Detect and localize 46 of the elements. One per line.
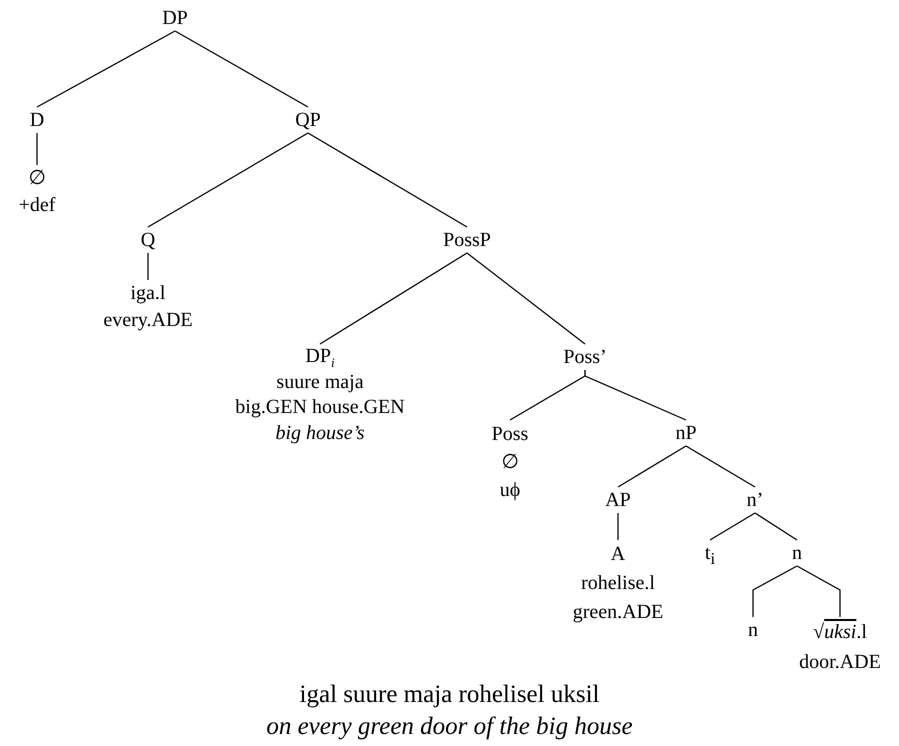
branch-line <box>752 565 798 617</box>
gloss-text: big.GEN house.GEN <box>235 395 405 420</box>
gloss-text: big house’s <box>274 420 366 446</box>
branch-line <box>617 513 619 540</box>
node-label: Poss’ <box>563 344 607 370</box>
branch-line <box>147 253 149 280</box>
node-label: A <box>610 542 626 567</box>
branch-line <box>174 30 308 108</box>
gloss-text: +def <box>18 193 56 218</box>
gloss-text: ∅ <box>500 450 520 475</box>
branch-line <box>466 252 586 344</box>
gloss-text: rohelise.l <box>580 571 656 596</box>
branch-line <box>308 132 468 228</box>
node-label: Q <box>140 227 156 253</box>
gloss-text: every.ADE <box>103 308 193 333</box>
branch-line <box>754 512 798 540</box>
node-label: PossP <box>443 227 491 253</box>
node-label: ∅ <box>28 166 46 191</box>
node-label: nP <box>675 420 697 446</box>
branch-line <box>618 445 686 488</box>
gloss-text: suure maja <box>275 370 365 394</box>
node-label: DP$_{i}$ <box>304 344 336 370</box>
branch-line <box>584 370 686 421</box>
node-label: D <box>30 107 44 133</box>
node-label: n <box>748 617 758 643</box>
sentence-text: igal suure maja rohelisel uksil <box>300 680 600 710</box>
branch-line <box>710 512 756 541</box>
translation-text: on every green door of the big house <box>266 712 633 742</box>
gloss-text: green.ADE <box>572 600 664 625</box>
node-label: QP <box>295 107 321 133</box>
node-label: Poss <box>492 422 528 447</box>
branch-line <box>686 445 756 488</box>
branch-line <box>36 133 38 165</box>
gloss-text: door.ADE <box>799 650 881 675</box>
node-label: √uksi.l <box>812 620 868 645</box>
node-label: iga.l <box>130 281 166 306</box>
branch-line <box>796 565 841 617</box>
node-label: AP <box>605 487 631 513</box>
node-label: n <box>792 540 802 566</box>
branch-line <box>320 252 468 344</box>
node-label: DP <box>162 5 188 31</box>
node-label: n’ <box>746 487 764 513</box>
branch-line <box>36 30 176 108</box>
branch-line <box>148 132 308 228</box>
gloss-text: uϕ <box>498 478 522 503</box>
node-label: t$_{i}$ <box>704 540 716 572</box>
